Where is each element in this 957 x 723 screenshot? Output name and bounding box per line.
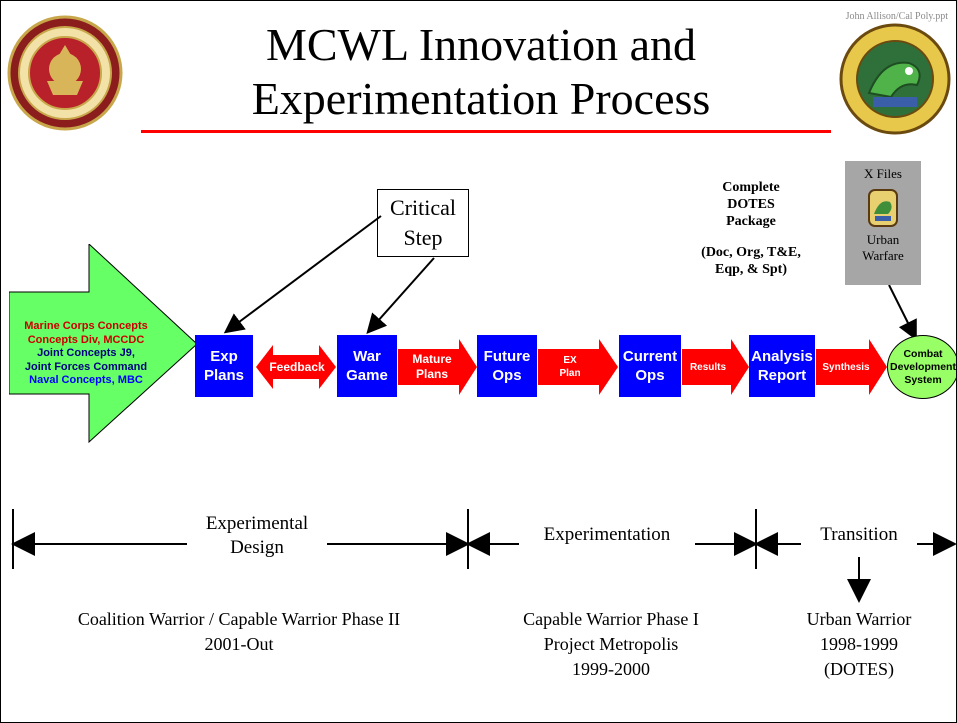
x-files-line-1: Urban [866,232,900,247]
critical-step-line-1: Critical [390,195,456,220]
combat-dev-line-3: System [904,373,942,386]
critical-step-line-2: Step [403,225,443,250]
war-game-line-1: War [353,348,381,365]
program-mid-line-2: Project Metropolis [543,634,679,654]
critical-step-box: Critical Step [377,189,469,257]
mature-plans-line-1: Mature [412,352,452,366]
x-files-title: X Files [864,166,902,181]
concept-input-line: Joint Concepts J9, [37,347,135,359]
concept-input-line: Joint Forces Command [24,360,148,373]
program-right: Urban Warrior 1998-1999 (DOTES) [767,607,951,682]
design-line-2: Design [230,537,284,558]
current-ops-line-2: Ops [635,367,665,384]
dotes-line-3: Package [726,214,776,229]
x-files-box: X Files Urban Warfare [845,161,921,285]
marine-corps-warfighting-laboratory-logo-icon [839,23,951,135]
dotes-line-2: DOTES [727,197,775,212]
program-mid-line-3: 1999-2000 [572,659,650,679]
program-middle: Capable Warrior Phase I Project Metropol… [481,607,741,682]
program-left: Coalition Warrior / Capable Warrior Phas… [9,607,469,657]
future-ops-line-1: Future [483,348,531,365]
pointer-to-exp-plans [223,215,382,334]
exp-plans-line-1: Exp [210,348,238,365]
concept-inputs-arrow [9,244,198,444]
pointer-to-war-game [366,257,435,334]
dotes-line-1: Complete [722,180,780,195]
mature-plans-arrow [398,339,477,395]
department-of-the-navy-seal-icon [7,15,123,131]
future-ops-line-2: Ops [492,367,522,384]
pointer-xfiles-to-combat [888,284,917,341]
analysis-report-line-1: Analysis [751,348,813,365]
war-game-line-2: Game [346,367,388,384]
results-label: Results [689,361,727,373]
exp-plans-line-2: Plans [203,367,245,384]
credit-text: John Allison/Cal Poly.ppt [845,11,948,22]
combat-dev-line-2: Development [890,360,956,373]
x-files-line-2: Warfare [862,248,904,263]
dotes-package-text: Complete DOTES Package (Doc, Org, T&E, E… [681,179,821,278]
concept-input-line: Naval Concepts, MBC [29,374,143,386]
program-right-line-3: (DOTES) [824,659,894,679]
program-left-line-2: 2001-Out [204,634,274,654]
program-mid-line-1: Capable Warrior Phase I [523,609,699,629]
design-line-1: Experimental [205,513,309,534]
program-left-line-1: Coalition Warrior / Capable Warrior Phas… [77,609,401,629]
concept-input-line: Marine Corps Concepts [24,320,148,332]
mature-plans-line-2: Plans [415,367,448,381]
combat-dev-line-1: Combat [903,347,943,360]
slide-title-line-1: MCWL Innovation and [265,19,697,70]
ex-plan-arrow [538,339,618,395]
current-ops-line-1: Current [622,348,678,365]
urban-warrior-patch-icon [868,189,898,227]
concept-inputs-text: Marine Corps Concepts Concepts Div, MCCD… [11,320,161,388]
experimentation-label: Experimentation [519,523,695,547]
ex-plan-line-1: EX [563,355,577,366]
feedback-label: Feedback [269,360,325,374]
analysis-report-line-2: Report [757,367,807,384]
slide-title-line-2: Experimentation Process [251,73,711,124]
concept-input-line: Concepts Div, MCCDC [27,333,145,346]
title-underline [141,130,831,133]
combat-development-system-circle: Combat Development System [887,335,956,399]
transition-label: Transition [801,523,917,547]
experimental-design-label: Experimental Design [187,512,327,560]
ex-plan-label: EX Plan [539,349,601,385]
feedback-double-arrow [256,345,336,389]
program-right-line-2: 1998-1999 [820,634,898,654]
program-right-line-1: Urban Warrior [806,609,912,629]
ex-plan-line-2: Plan [559,368,581,379]
dotes-line-5: Eqp, & Spt) [715,262,787,277]
synthesis-arrow [816,339,887,395]
results-arrow [682,339,749,395]
dotes-line-4: (Doc, Org, T&E, [701,245,801,260]
synthesis-label: Synthesis [822,361,870,373]
